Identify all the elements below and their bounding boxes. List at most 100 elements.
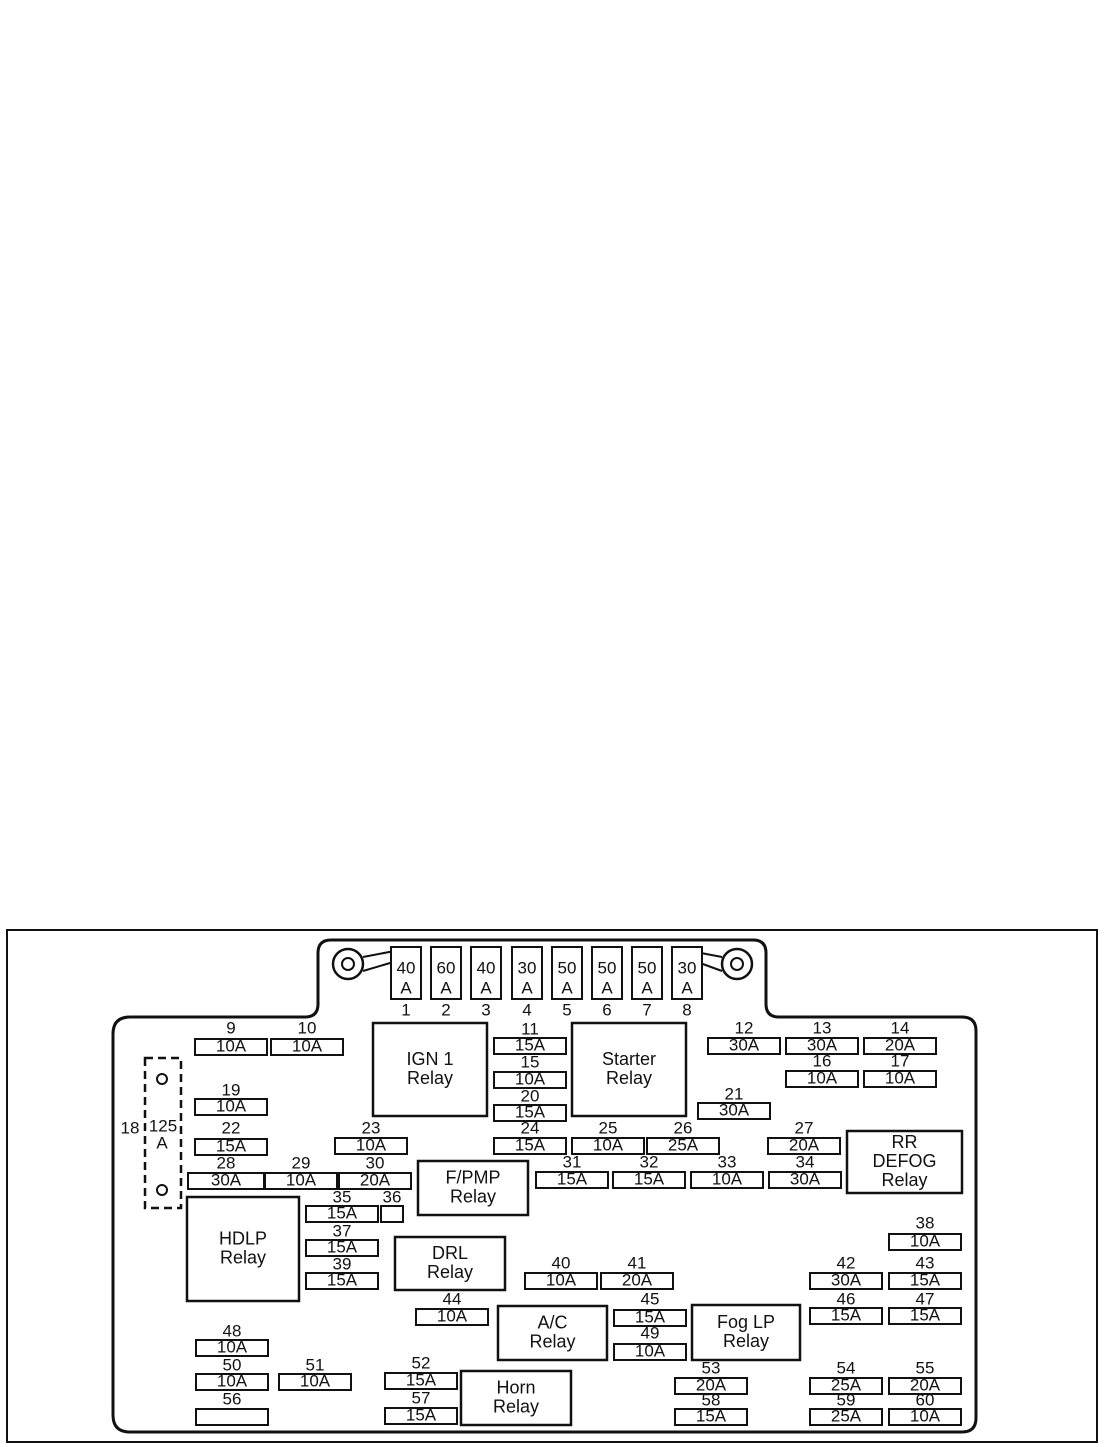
- fuse-rating: 15A: [327, 1203, 358, 1222]
- top-fuse-unit: A: [400, 978, 412, 997]
- fuse-number: 10: [298, 1018, 317, 1037]
- relay-group: IGN 1RelayStarterRelayRRDEFOGRelayF/PMPR…: [185, 1021, 964, 1427]
- fuse-rating: 10A: [216, 1036, 247, 1055]
- fuse-rating: 15A: [327, 1237, 358, 1256]
- fuse-number: 51: [306, 1355, 325, 1374]
- fuse-number: 23: [362, 1118, 381, 1137]
- top-fuse-amp: 40: [397, 958, 416, 977]
- fuse-36: 36: [380, 1187, 404, 1223]
- fuse-rating: 10A: [807, 1068, 838, 1087]
- fuse-rating: 10A: [216, 1096, 247, 1115]
- fuse-number: 57: [412, 1388, 431, 1407]
- fuse-rating: 15A: [515, 1135, 546, 1154]
- relay-label: Relay: [723, 1331, 769, 1351]
- relay-label: Relay: [606, 1068, 652, 1088]
- fuse-number: 39: [333, 1254, 352, 1273]
- fuse-rating: 15A: [635, 1307, 666, 1326]
- relay-label: RR: [892, 1132, 918, 1152]
- fuse-rating: 10A: [910, 1406, 941, 1425]
- fuse-number: 13: [813, 1018, 832, 1037]
- fuse-number: 22: [222, 1118, 241, 1137]
- top-fuse-number: 4: [522, 1000, 531, 1019]
- top-fuse-number: 1: [401, 1000, 410, 1019]
- fuse-number: 19: [222, 1080, 241, 1099]
- circuit-breaker-number: 18: [121, 1118, 140, 1137]
- relay-label: Horn: [496, 1377, 535, 1397]
- fuse-rating: 10A: [356, 1135, 387, 1154]
- fuse-rating: 25A: [831, 1375, 862, 1394]
- fuse-rating: 10A: [593, 1135, 624, 1154]
- fuse-number: 49: [641, 1323, 660, 1342]
- fuse-number: 25: [599, 1118, 618, 1137]
- fuse-rating: 20A: [789, 1135, 820, 1154]
- fuse-rating: 15A: [406, 1405, 437, 1424]
- relay-label: Relay: [493, 1396, 539, 1416]
- top-fuse-number: 5: [562, 1000, 571, 1019]
- fuse-rating: 25A: [831, 1406, 862, 1425]
- relay-label: A/C: [537, 1312, 567, 1332]
- top-fuse-number: 7: [642, 1000, 651, 1019]
- fuse-rating: 10A: [437, 1306, 468, 1325]
- fuse-rating: 15A: [696, 1406, 727, 1425]
- fuse-number: 60: [916, 1390, 935, 1409]
- relay-label: Starter: [602, 1049, 656, 1069]
- fuse-number: 14: [891, 1018, 910, 1037]
- fuse-rating: 10A: [885, 1068, 916, 1087]
- top-fuse-unit: A: [480, 978, 492, 997]
- top-fuse-amp: 50: [598, 958, 617, 977]
- fuse-number: 20: [521, 1086, 540, 1105]
- fuse-number: 24: [521, 1118, 540, 1137]
- top-fuse-amp: 60: [437, 958, 456, 977]
- fuse-number: 26: [674, 1118, 693, 1137]
- fuse-rating: 15A: [515, 1035, 546, 1054]
- fuse-rating: 20A: [696, 1375, 727, 1394]
- fuse-number: 45: [641, 1289, 660, 1308]
- fuse-rating: 10A: [217, 1371, 248, 1390]
- fuse-rating: 10A: [546, 1270, 577, 1289]
- fuse-rating: 10A: [292, 1036, 323, 1055]
- fuse-rating: 25A: [668, 1135, 699, 1154]
- fuse-number: 42: [837, 1253, 856, 1272]
- diagram-frame: [6, 929, 1098, 1443]
- top-fuse-amp: 50: [638, 958, 657, 977]
- fuse-number: 9: [226, 1018, 235, 1037]
- fuse-rating: 15A: [515, 1102, 546, 1121]
- circuit-breaker-unit: A: [156, 1133, 168, 1152]
- top-fuse-amp: 40: [477, 958, 496, 977]
- top-fuse-1: 40A 1: [390, 946, 422, 1019]
- fuse-rating: 20A: [622, 1270, 653, 1289]
- fuse-number: 34: [796, 1152, 815, 1171]
- top-fuse-number: 3: [481, 1000, 490, 1019]
- fuse-number: 15: [521, 1052, 540, 1071]
